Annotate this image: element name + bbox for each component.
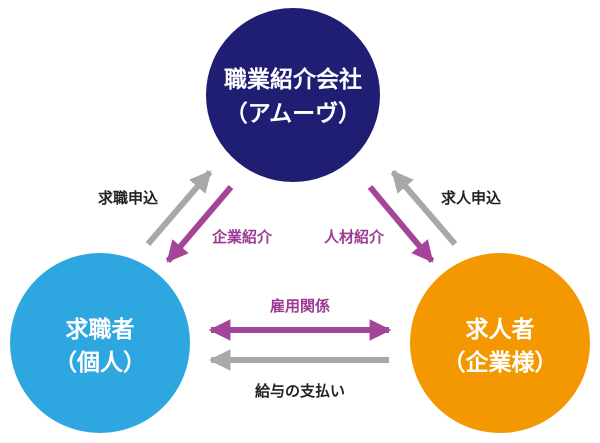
- employer-title: 求人者: [466, 317, 535, 343]
- employment-relation-label: 雇用関係: [270, 297, 330, 315]
- employer-to-agency-label: 求人申込: [441, 189, 501, 207]
- employer-circle: [410, 253, 590, 433]
- agency-to-seeker-label: 企業紹介: [211, 228, 273, 246]
- seeker-subtitle: （個人）: [54, 349, 146, 376]
- salary-payment-label: 給与の支払い: [255, 382, 345, 400]
- employer-to-agency-arrow: [390, 170, 458, 246]
- agency-title: 職業紹介会社: [224, 66, 362, 93]
- seeker-to-agency-label: 求職申込: [98, 189, 158, 207]
- agency-to-seeker-arrow: [165, 185, 234, 263]
- agency-circle: [206, 8, 380, 182]
- seeker-to-agency-arrow: [145, 170, 213, 246]
- agency-to-employer-label: 人材紹介: [324, 228, 385, 246]
- seeker-title: 求職者: [66, 316, 135, 343]
- agency-subtitle: （アムーヴ）: [225, 100, 361, 127]
- agency-to-employer-arrow: [367, 185, 435, 263]
- employer-subtitle: （企業様）: [443, 349, 558, 376]
- seeker-circle: [10, 253, 190, 433]
